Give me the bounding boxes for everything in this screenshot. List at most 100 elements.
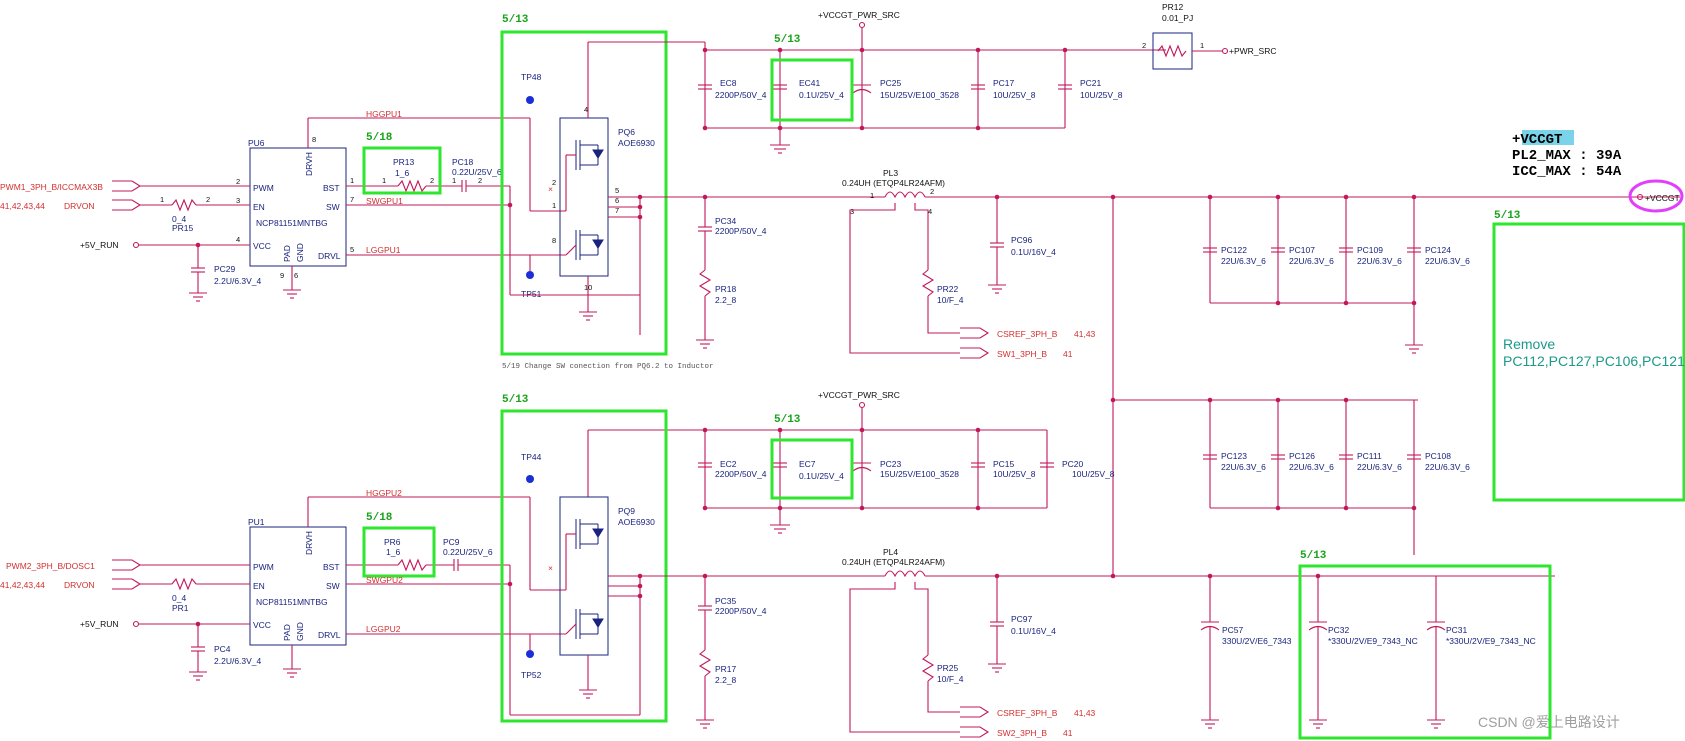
- svg-text:5/13: 5/13: [774, 34, 801, 46]
- pc108-ref: PC108: [1425, 451, 1451, 461]
- vccgt-pwr-src-bottom: +VCCGT_PWR_SRC: [818, 390, 900, 400]
- svg-text:9: 9: [280, 271, 284, 280]
- pc35-ref: PC35: [715, 596, 737, 606]
- svg-text:2: 2: [430, 176, 434, 185]
- svg-text:41,43: 41,43: [1074, 708, 1096, 718]
- svg-text:0_4: 0_4: [172, 593, 186, 603]
- hggpu1-net: HGGPU1: [366, 109, 402, 119]
- input-caps-phase2: [698, 427, 1054, 534]
- svg-text:GND: GND: [295, 243, 305, 262]
- ec7-ref: EC7: [799, 459, 816, 469]
- svg-text:0.22U/25V_6: 0.22U/25V_6: [452, 167, 502, 177]
- svg-text:DRVH: DRVH: [304, 531, 314, 555]
- highlight-pr13: [362, 146, 442, 195]
- pq9-body: [559, 496, 609, 656]
- svg-text:2: 2: [930, 187, 934, 196]
- pu1-ic-body: [249, 526, 347, 646]
- svg-text:5/18: 5/18: [366, 512, 393, 524]
- svg-text:BST: BST: [323, 183, 340, 193]
- svg-text:*330U/2V/E9_7343_NC: *330U/2V/E9_7343_NC: [1446, 636, 1536, 646]
- svg-text:0_4: 0_4: [172, 214, 186, 224]
- svg-text:2.2_8: 2.2_8: [715, 295, 737, 305]
- svg-text:2200P/50V_4: 2200P/50V_4: [715, 606, 767, 616]
- pc9-ref: PC9: [443, 537, 460, 547]
- svg-text:8: 8: [552, 236, 556, 245]
- svg-text:5/13: 5/13: [502, 14, 529, 26]
- pu6-ic-body: [249, 147, 347, 267]
- svg-text:VCC: VCC: [253, 241, 271, 251]
- pc34-ref: PC34: [715, 216, 737, 226]
- pu6-ref: PU6: [248, 138, 265, 148]
- svg-text:SW: SW: [326, 202, 340, 212]
- svg-text:0.22U/25V_6: 0.22U/25V_6: [443, 547, 493, 557]
- pr15-resistor: [171, 198, 197, 212]
- highlight-bulk-caps: [1298, 564, 1552, 740]
- svg-text:AOE6930: AOE6930: [618, 517, 655, 527]
- five-v-run-1: +5V_RUN: [80, 240, 119, 250]
- sw1-net: SW1_3PH_B: [997, 349, 1047, 359]
- pl3-ref: PL3: [883, 168, 898, 178]
- pc25-ref: PC25: [880, 78, 902, 88]
- pwr-src-label: +PWR_SRC: [1229, 46, 1276, 56]
- vccgt-out-highlight: [1628, 179, 1684, 213]
- pc17-val: 10U/25V_8: [993, 90, 1036, 100]
- svg-text:VCC: VCC: [253, 620, 271, 630]
- ec41-ref: EC41: [799, 78, 821, 88]
- pq6-mosfets: [575, 140, 604, 260]
- svg-text:330U/2V/E6_7343: 330U/2V/E6_7343: [1222, 636, 1292, 646]
- svg-text:5/13: 5/13: [774, 414, 801, 426]
- svg-text:22U/6.3V_6: 22U/6.3V_6: [1289, 256, 1334, 266]
- svg-text:7: 7: [350, 195, 354, 204]
- pwr-src-top-terminal: [858, 21, 866, 29]
- pu6-part: NCP81151MNTBG: [256, 218, 328, 228]
- pwm1-net: PWM1_3PH_B/ICCMAX3B: [0, 182, 103, 192]
- remove-list: PC112,PC127,PC106,PC121: [1503, 353, 1685, 369]
- svg-text:10: 10: [584, 283, 592, 292]
- lggpu1-net: LGGPU1: [366, 245, 401, 255]
- svg-text:22U/6.3V_6: 22U/6.3V_6: [1425, 256, 1470, 266]
- svg-text:1: 1: [382, 176, 386, 185]
- pr13-resistor: [397, 179, 427, 193]
- svg-text:1: 1: [870, 191, 874, 200]
- bulk-caps: [1200, 573, 1446, 729]
- svg-text:0.24UH (ETQP4LR24AFM): 0.24UH (ETQP4LR24AFM): [842, 178, 945, 188]
- svg-text:PAD: PAD: [282, 245, 292, 262]
- csref-net-1: CSREF_3PH_B: [997, 329, 1058, 339]
- svg-text:4: 4: [236, 235, 240, 244]
- svg-text:15U/25V/E100_3528: 15U/25V/E100_3528: [880, 469, 959, 479]
- pc21-ref: PC21: [1080, 78, 1102, 88]
- svg-text:1_6: 1_6: [395, 168, 409, 178]
- svg-text:2.2_8: 2.2_8: [715, 675, 737, 685]
- svg-text:EN: EN: [253, 202, 265, 212]
- swgpu2-net: SWGPU2: [366, 575, 403, 585]
- svg-text:2.2U/6.3V_4: 2.2U/6.3V_4: [214, 276, 262, 286]
- output-caps-row1: [1203, 194, 1423, 354]
- pc97-ref: PC97: [1011, 614, 1033, 624]
- pr1-resistor: [171, 577, 197, 591]
- pr17-ref: PR17: [715, 664, 737, 674]
- vccgt-pwr-src-top: +VCCGT_PWR_SRC: [818, 10, 900, 20]
- output-caps-row2: [1203, 397, 1421, 555]
- svg-text:6: 6: [294, 271, 298, 280]
- svg-text:PAD: PAD: [282, 624, 292, 641]
- svg-text:2: 2: [478, 176, 482, 185]
- pr6-ref: PR6: [384, 537, 401, 547]
- svg-text:41: 41: [1063, 349, 1073, 359]
- svg-text:PWM: PWM: [253, 183, 274, 193]
- svg-text:2: 2: [1142, 41, 1146, 50]
- change-note: 5/19 Change SW conection from PQ6.2 to I…: [502, 363, 714, 371]
- svg-text:EN: EN: [253, 581, 265, 591]
- svg-text:BST: BST: [323, 562, 340, 572]
- highlight-ec41: [770, 58, 854, 122]
- pc124-ref: PC124: [1425, 245, 1451, 255]
- tp52-dot: [526, 650, 534, 658]
- svg-text:2.2U/6.3V_4: 2.2U/6.3V_4: [214, 656, 262, 666]
- svg-text:5: 5: [615, 186, 619, 195]
- remove-box: [1492, 222, 1685, 502]
- ec41-val: 0.1U/25V_4: [799, 90, 844, 100]
- pq6-ref: PQ6: [618, 127, 635, 137]
- svg-text:5/13: 5/13: [1494, 210, 1521, 222]
- pc122-ref: PC122: [1221, 245, 1247, 255]
- pc18-ref: PC18: [452, 157, 474, 167]
- svg-text:5: 5: [350, 245, 354, 254]
